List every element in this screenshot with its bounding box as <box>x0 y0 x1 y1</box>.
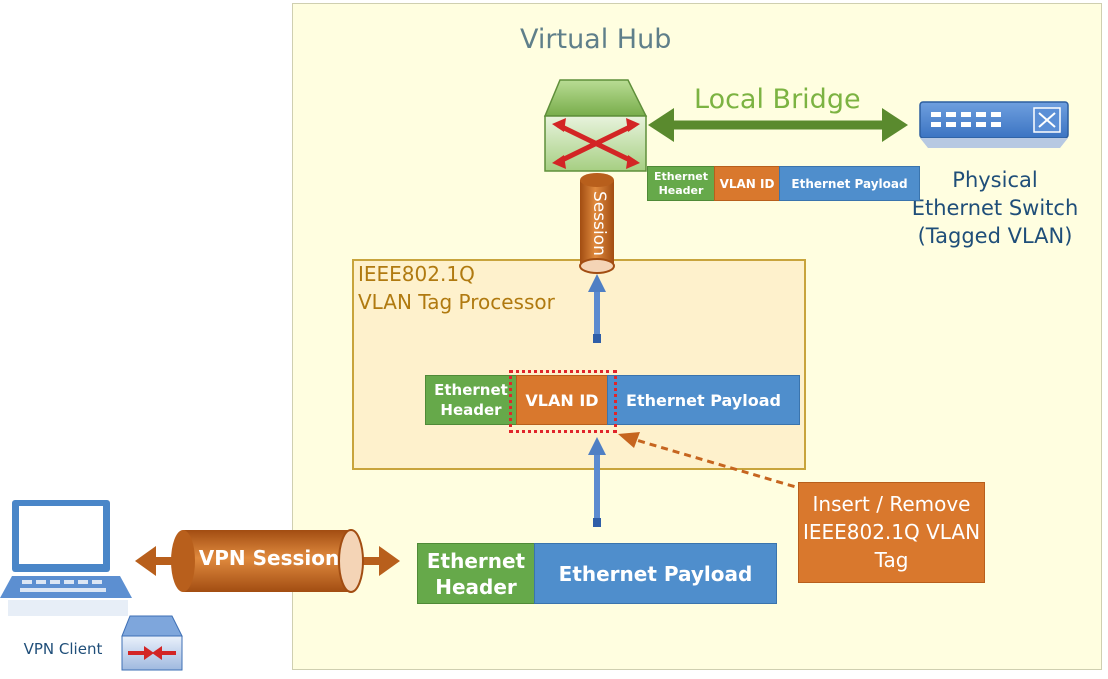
processor-frame-header: Ethernet Header <box>425 375 517 425</box>
local-bridge-title: Local Bridge <box>694 84 861 115</box>
vlan-id-highlight <box>509 370 617 433</box>
insert-remove-pointer-arrow <box>618 432 807 492</box>
top-frame-header: Ethernet Header <box>647 166 715 201</box>
vpn-session-label: VPN Session <box>198 546 340 570</box>
processor-frame-vlan-id: VLAN ID <box>516 375 608 425</box>
insert-remove-note: Insert / Remove IEEE802.1Q VLAN Tag <box>798 482 985 583</box>
virtual-hub-title: Virtual Hub <box>520 24 672 55</box>
virtual-hub-icon <box>543 79 648 172</box>
physical-switch-label: Physical Ethernet Switch (Tagged VLAN) <box>911 168 1079 248</box>
vpn-client-label: VPN Client <box>23 640 103 658</box>
processor-title-line1: IEEE802.1Q <box>358 262 475 286</box>
processor-title-line2: VLAN Tag Processor <box>358 290 555 314</box>
top-frame-payload: Ethernet Payload <box>779 166 920 201</box>
top-frame-vlan-id: VLAN ID <box>714 166 780 201</box>
session-label: Session <box>589 190 609 256</box>
local-bridge-arrow <box>648 108 908 142</box>
physical-switch-icon <box>919 101 1069 148</box>
vpn-session-tube <box>135 529 400 593</box>
vlan-tag-processor-box <box>352 259 806 470</box>
frame-to-processor-arrow <box>588 437 606 527</box>
session-tube <box>579 173 615 274</box>
processor-to-session-arrow <box>588 274 606 343</box>
untagged-frame-header: Ethernet Header <box>417 543 535 604</box>
untagged-frame-payload: Ethernet Payload <box>534 543 777 604</box>
laptop-icon <box>0 500 132 616</box>
vpn-client-router-icon <box>121 615 183 671</box>
processor-frame-payload: Ethernet Payload <box>607 375 800 425</box>
